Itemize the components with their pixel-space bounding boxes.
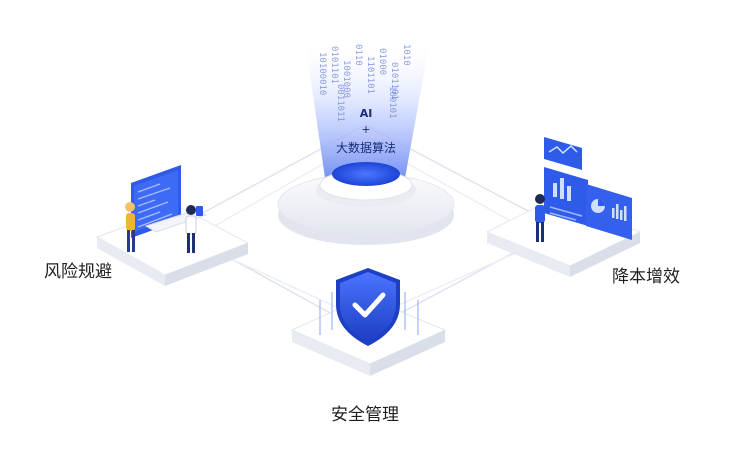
- center-platform: [277, 162, 455, 245]
- center-algorithm-text: 大数据算法: [336, 140, 396, 155]
- binary-column: 1001000: [341, 60, 351, 98]
- pie-chart-icon: [586, 184, 632, 240]
- binary-column: 0101101: [389, 62, 399, 100]
- line-chart-icon: [544, 137, 582, 170]
- center-plus-text: +: [361, 123, 370, 136]
- binary-column: 01000: [377, 48, 387, 75]
- person-man-icon: [185, 205, 203, 253]
- binary-column: 100101: [387, 86, 397, 119]
- binary-column: 0011011: [335, 84, 345, 122]
- data-beam: [305, 40, 430, 178]
- shield-check-icon: [336, 268, 400, 346]
- binary-column: 1010: [401, 44, 411, 66]
- binary-column: 10100010: [317, 52, 327, 95]
- center-ai-text: AI: [360, 107, 373, 120]
- binary-column: 0101101: [329, 46, 339, 84]
- label-security-management: 安全管理: [331, 405, 399, 425]
- core-glow: [332, 162, 400, 186]
- security-platform: [290, 268, 447, 376]
- label-risk-avoidance: 风险规避: [44, 262, 112, 282]
- binary-column: 0110: [353, 44, 363, 66]
- efficiency-platform: [485, 137, 642, 277]
- binary-column: 1101101: [365, 56, 375, 94]
- person-presenter-icon: [535, 194, 554, 242]
- bar-chart-icon: [544, 167, 588, 226]
- label-cost-efficiency: 降本增效: [612, 267, 680, 287]
- person-woman-icon: [125, 202, 135, 252]
- risk-platform: [95, 165, 250, 286]
